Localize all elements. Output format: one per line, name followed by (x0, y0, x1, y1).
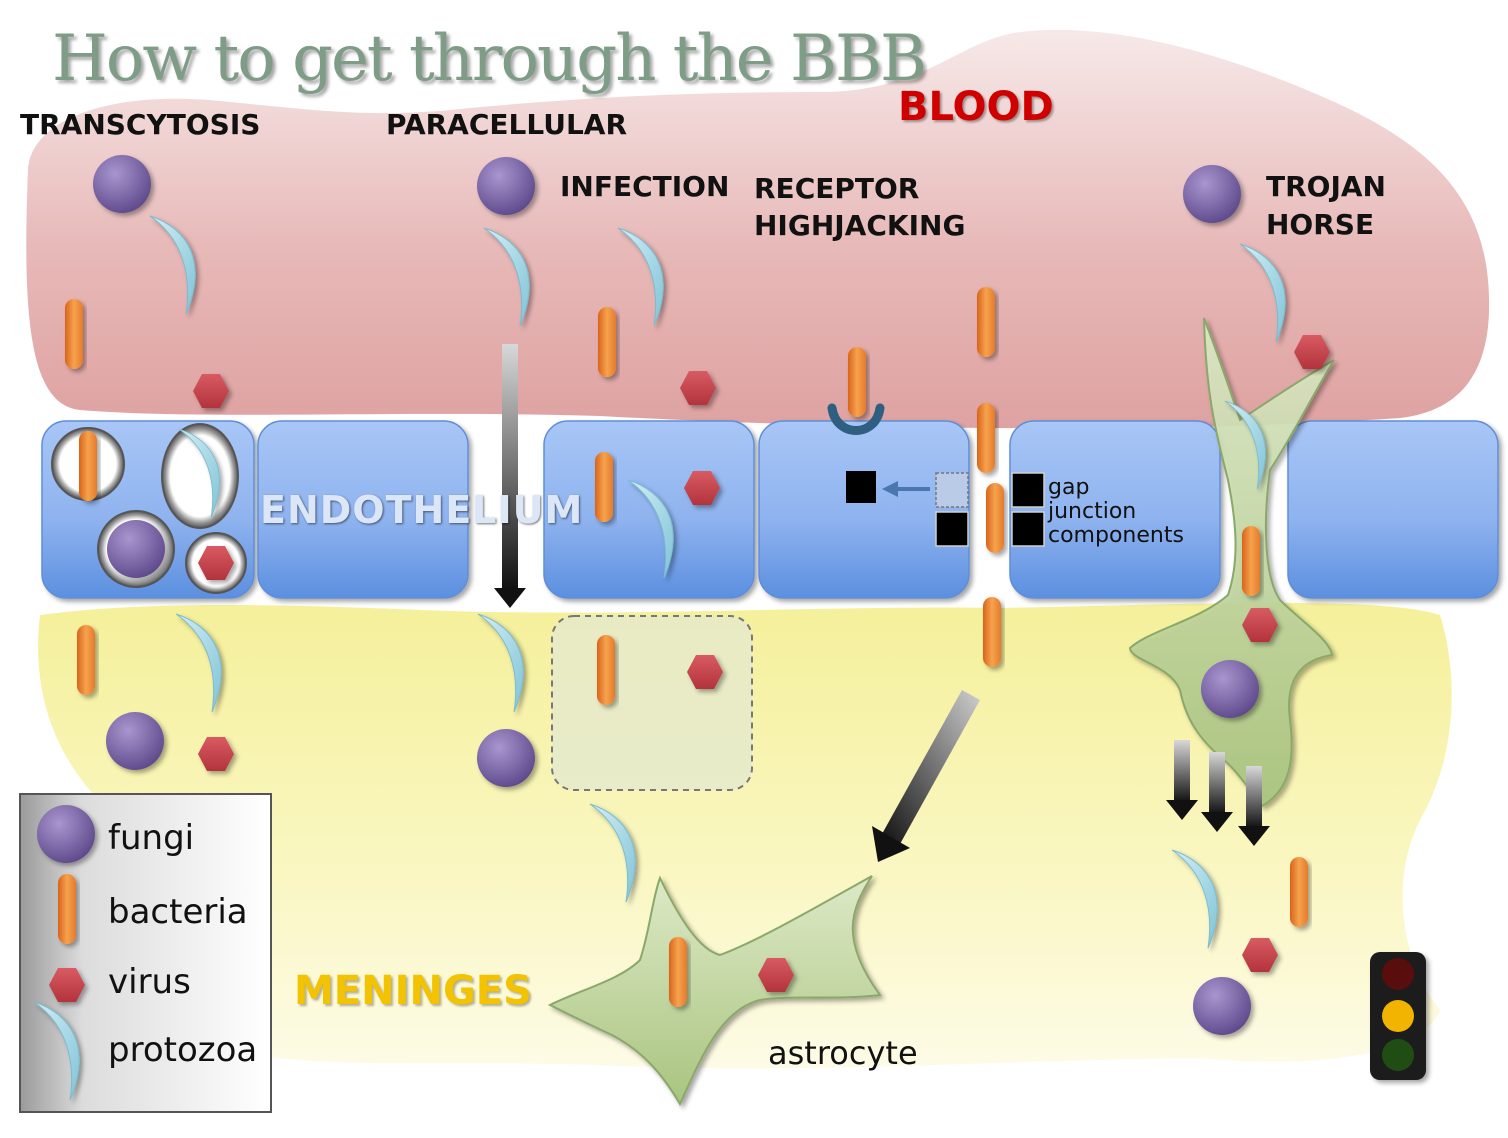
blood-label: BLOOD (898, 84, 1054, 130)
legend-fungi-label: fungi (108, 818, 195, 858)
legend-bacteria-label: bacteria (108, 892, 248, 932)
gap-junction-label-line2: junction (1048, 499, 1137, 524)
blood-region (26, 29, 1490, 429)
endothelium-label: ENDOTHELIUM (260, 488, 584, 532)
legend-fungi-icon (37, 805, 95, 863)
legend-box (19, 793, 272, 1113)
endothelial-cell (257, 420, 469, 599)
trojan-horse-cell (1128, 317, 1335, 808)
trojan-label-line2: HORSE (1266, 208, 1375, 241)
vesicle-icon (161, 423, 239, 529)
endothelial-cell (758, 420, 970, 599)
trojan-horse-arrows (1166, 740, 1270, 846)
legend-virus-label: virus (108, 962, 191, 1002)
gap-junction-label-line1: gap (1048, 475, 1090, 500)
receptor-label-line1: RECEPTOR (754, 172, 920, 205)
gap-junction-components (846, 471, 1045, 547)
astrocyte-label: astrocyte (768, 1034, 918, 1072)
receptor-icon (827, 403, 885, 435)
paracellular-arrow (494, 344, 526, 608)
gap-junction-label: gap junction components (1048, 476, 1184, 548)
trojan-label-line1: TROJAN (1266, 170, 1386, 203)
receptor-label-line2: HIGHJACKING (754, 209, 966, 242)
gap-junction-label-line3: components (1048, 523, 1184, 548)
traffic-light-icon (1370, 952, 1426, 1080)
endothelial-cell (1009, 420, 1221, 599)
meninges-region (38, 602, 1452, 1069)
transcytosis-vesicles (51, 423, 247, 594)
endothelial-cell (1287, 420, 1499, 599)
legend-protozoa-label: protozoa (108, 1030, 258, 1070)
infection-box (551, 615, 753, 791)
infection-label: INFECTION (560, 170, 730, 203)
transcytosis-label: TRANSCYTOSIS (20, 108, 261, 141)
astrocyte-cell (547, 875, 882, 1107)
page-title: How to get through the BBB (52, 22, 927, 96)
diagonal-arrow (872, 690, 980, 862)
legend-bacteria-icon (58, 874, 76, 944)
meninges-label: MENINGES (294, 968, 532, 1014)
paracellular-label: PARACELLULAR (386, 108, 628, 141)
